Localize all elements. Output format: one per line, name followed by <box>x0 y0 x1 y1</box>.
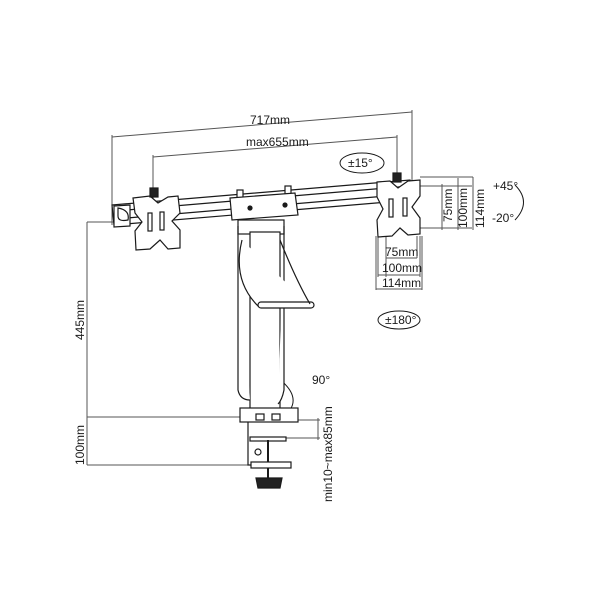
label-vesa-mid-h: 100mm <box>382 261 422 275</box>
label-desk-thickness: min10~max85mm <box>321 406 335 502</box>
dimension-lines <box>86 110 474 466</box>
label-overall-width: 717mm <box>250 113 290 127</box>
base-plate <box>239 407 299 423</box>
label-vesa-outer-h: 114mm <box>382 276 421 290</box>
label-vesa-mid-v: 100mm <box>456 188 470 228</box>
desk-clamp <box>247 422 292 489</box>
label-arm-swivel: 90° <box>312 373 330 387</box>
right-vesa-plate <box>376 172 421 238</box>
pole-assembly <box>229 192 315 423</box>
swivel-ellipse <box>339 152 385 174</box>
left-vesa-plate <box>113 187 181 251</box>
label-vesa-inner-h: 75mm <box>385 245 418 259</box>
label-swivel: ±15° <box>348 156 373 170</box>
label-max-span: max655mm <box>246 135 309 149</box>
label-tilt-up: +45° <box>493 179 518 193</box>
tilt-arc <box>514 184 524 221</box>
rotate-ellipse <box>377 310 421 330</box>
label-vesa-outer-v: 114mm <box>473 189 487 228</box>
clamp-knob <box>255 477 283 489</box>
label-tilt-down: -20° <box>492 211 514 225</box>
label-vesa-inner-v: 75mm <box>441 189 455 222</box>
label-clamp-depth: 100mm <box>73 425 87 465</box>
dimension-labels: 717mm max655mm ±15° +45° -20° ±180° 90° … <box>73 113 518 502</box>
label-rotate: ±180° <box>385 313 417 327</box>
label-height: 445mm <box>73 300 87 340</box>
